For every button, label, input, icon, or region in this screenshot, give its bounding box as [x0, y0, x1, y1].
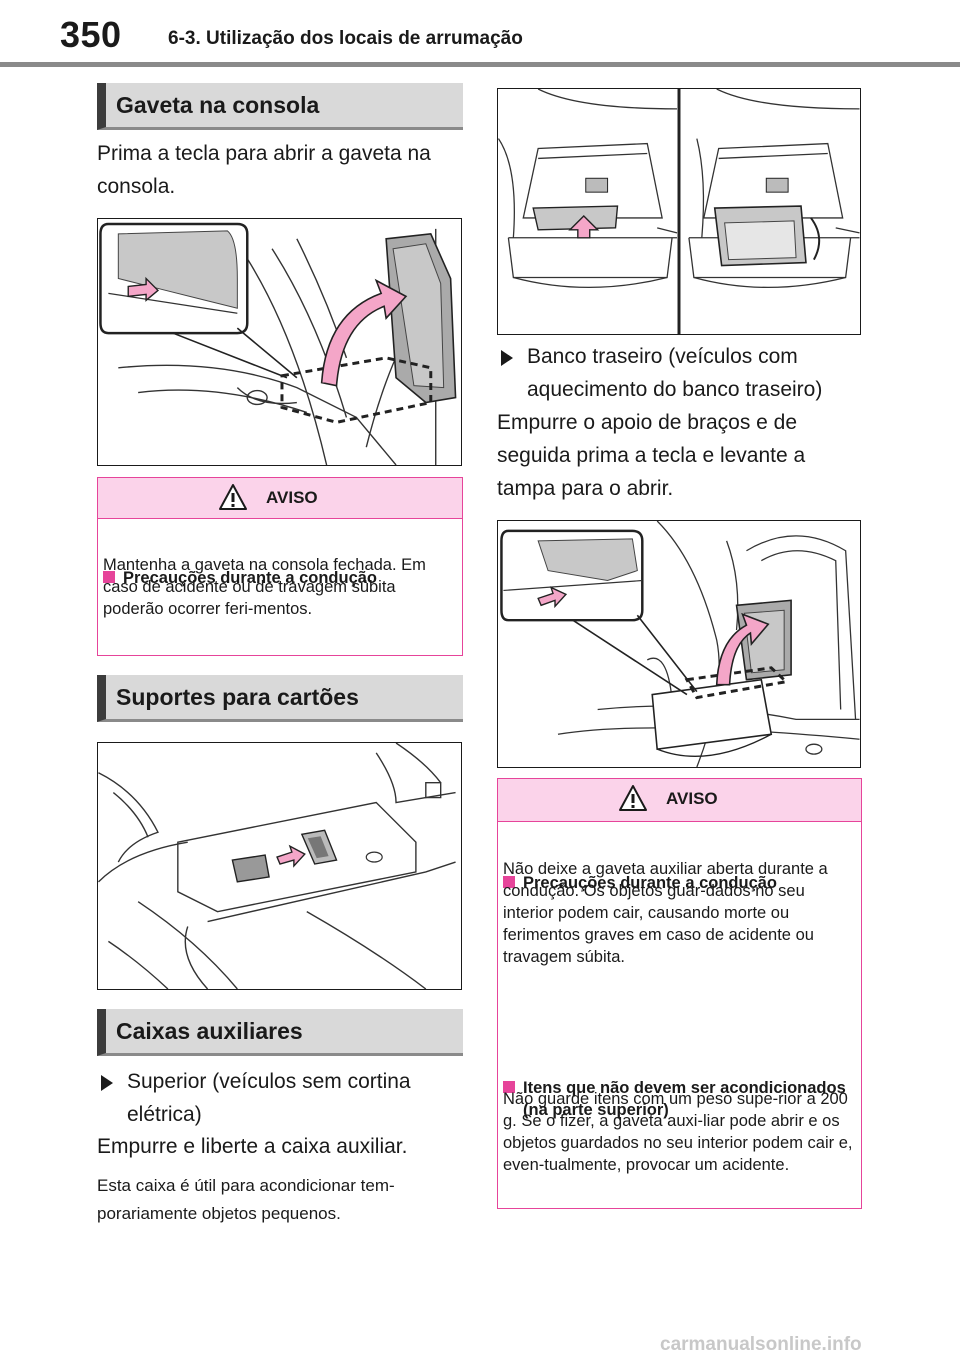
paragraph-armrest: Empurre o apoio de braços e de seguida p…	[497, 411, 806, 500]
section-heading-text: Caixas auxiliares	[116, 1017, 303, 1044]
warning-header: AVISO	[98, 478, 462, 519]
console-drawer-drawing	[99, 222, 457, 465]
warning-text: Mantenha a gaveta na consola fechada. Em…	[103, 556, 426, 618]
paragraph-push-release: Empurre e liberte a caixa auxiliar.	[97, 1135, 408, 1158]
section-heading-text: Gaveta na consola	[116, 91, 320, 118]
warning-box-aux: AVISO Precauções durante a condução Não …	[497, 778, 862, 1209]
warning-subtitle: Precauções durante a condução	[503, 872, 873, 894]
bullet-text: Superior (veículos sem cortina elétrica)	[127, 1070, 411, 1126]
illustration-card-holder	[97, 742, 462, 990]
rear-armrest-drawing	[500, 521, 860, 767]
watermark: carmanualsonline.info	[660, 1334, 862, 1355]
warning-subtitle-text: Precauções durante a condução	[123, 569, 378, 587]
illustration-console-drawer	[97, 218, 462, 466]
bullet-triangle-icon	[101, 1075, 113, 1091]
warning-subtitle: Itens que não devem ser acondicionados (…	[503, 1077, 873, 1121]
paragraph-console-drawer: Prima a tecla para abrir a gaveta na con…	[97, 142, 431, 198]
bullet-text: Banco traseiro (veículos com aquecimento…	[527, 345, 823, 401]
illustration-overhead-box	[497, 88, 861, 335]
warning-label: AVISO	[266, 488, 318, 507]
note-small-objects: Esta caixa é útil para acondicionar tem-…	[97, 1176, 395, 1223]
page-number: 350	[60, 14, 122, 55]
section-heading-aux-boxes: Caixas auxiliares	[97, 1009, 463, 1056]
chapter-title: 6-3. Utilização dos locais de arrumação	[168, 28, 523, 49]
bullet-square-icon	[503, 876, 515, 888]
warning-subtitle-text: Itens que não devem ser acondicionados (…	[523, 1079, 846, 1119]
warning-triangle-icon	[219, 484, 247, 510]
warning-subtitle-text: Precauções durante a condução	[523, 874, 778, 892]
warning-text: Não deixe a gaveta auxiliar aberta duran…	[503, 860, 828, 966]
header-divider	[0, 62, 960, 67]
bullet-square-icon	[503, 1081, 515, 1093]
warning-triangle-icon	[619, 785, 647, 811]
bullet-upper-box: Superior (veículos sem cortina elétrica)	[97, 1065, 463, 1131]
warning-box-console: AVISO Precauções durante a condução Mant…	[97, 477, 463, 656]
overhead-box-drawing	[498, 89, 860, 334]
bullet-square-icon	[103, 571, 115, 583]
warning-text: Não guarde itens com um peso supe-rior a…	[503, 1090, 853, 1174]
warning-header: AVISO	[498, 779, 861, 822]
illustration-rear-armrest	[497, 520, 861, 768]
card-holder-drawing	[98, 743, 456, 989]
section-heading-card-holders: Suportes para cartões	[97, 675, 463, 722]
bullet-triangle-icon	[501, 350, 513, 366]
section-heading-text: Suportes para cartões	[116, 683, 359, 710]
bullet-rear-seat: Banco traseiro (veículos com aquecimento…	[497, 340, 863, 406]
warning-subtitle: Precauções durante a condução	[103, 567, 473, 589]
section-heading-console-drawer: Gaveta na consola	[97, 83, 463, 130]
warning-label: AVISO	[666, 789, 718, 808]
